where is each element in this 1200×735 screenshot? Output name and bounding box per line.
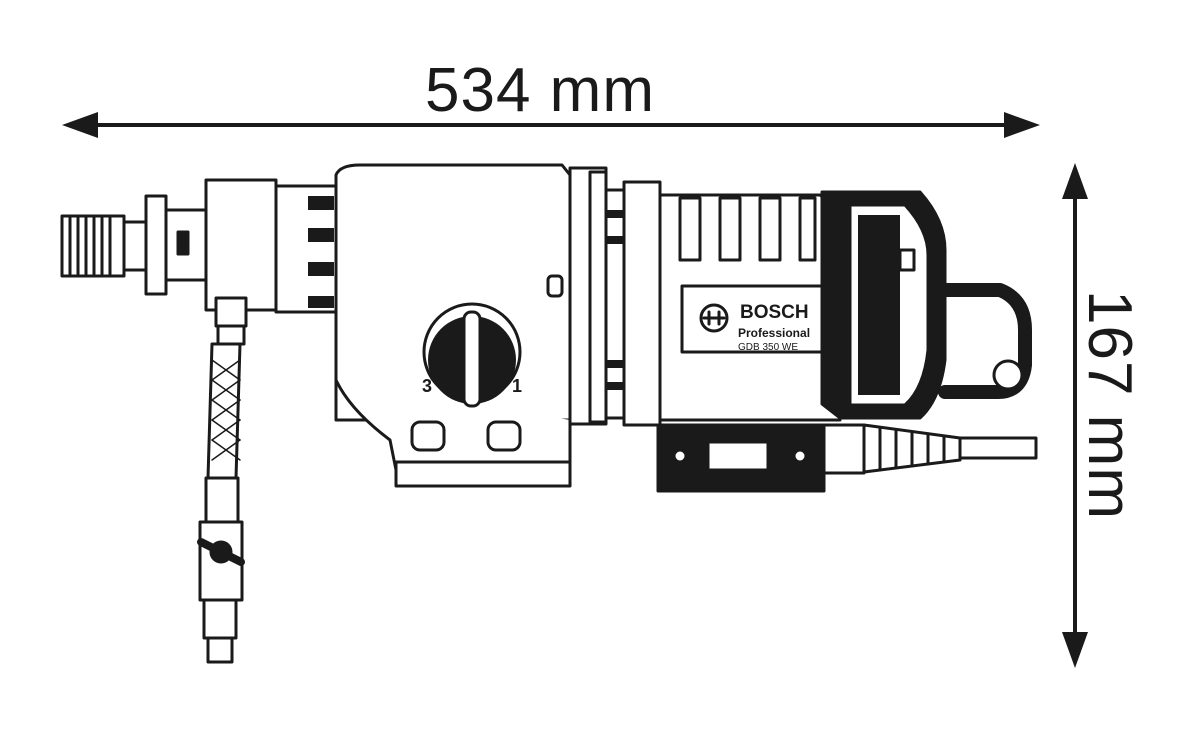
housing-ring bbox=[568, 166, 626, 426]
height-dimension-label: 167 mm bbox=[1075, 290, 1144, 520]
model-text: GDB 350 WE bbox=[738, 342, 798, 353]
water-hose bbox=[198, 296, 248, 664]
brand-logo-text: BOSCH bbox=[740, 302, 809, 323]
width-dimension-label: 534 mm bbox=[425, 56, 655, 125]
switch-module[interactable] bbox=[656, 423, 826, 493]
width-dimension-arrow bbox=[62, 112, 1040, 138]
water-valve-icon[interactable] bbox=[197, 538, 245, 566]
rear-cap bbox=[820, 190, 947, 420]
height-dimension-arrow bbox=[1062, 163, 1088, 668]
speed-label-3: 3 bbox=[422, 376, 432, 396]
product-line-text: Professional bbox=[738, 326, 810, 340]
rear-handle[interactable] bbox=[938, 283, 1032, 399]
power-cable bbox=[822, 423, 1038, 475]
gear-selector-knob[interactable] bbox=[422, 302, 522, 408]
speed-label-1: 1 bbox=[512, 376, 522, 396]
spindle-thread bbox=[60, 194, 208, 296]
gear-collar bbox=[204, 178, 338, 314]
